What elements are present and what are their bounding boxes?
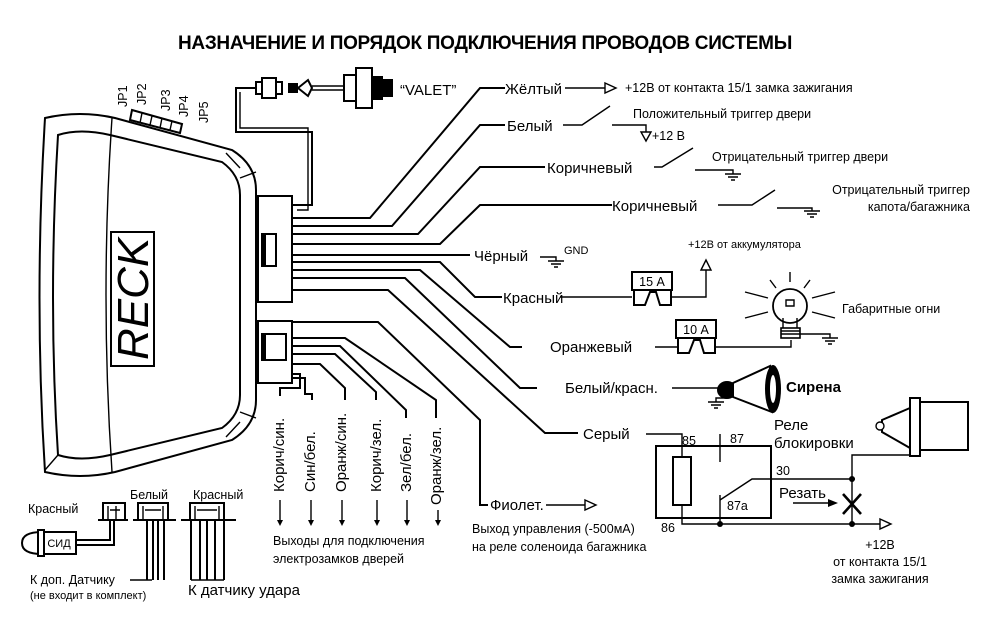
cut-mark-icon xyxy=(842,493,862,515)
alarm-control-unit: RECK xyxy=(38,108,257,477)
relay-supply-line2: от контакта 15/1 xyxy=(833,555,927,569)
main-connector xyxy=(257,195,293,303)
wire-yellow-label: Жёлтый xyxy=(505,81,562,98)
wire-violet-label: Фиолет. xyxy=(490,497,544,514)
aux-wire-label: Белый xyxy=(130,488,168,502)
door-lock-wires xyxy=(279,337,437,418)
jumper-label: JP2 xyxy=(135,83,149,105)
relay-supply-line1: +12В xyxy=(865,538,895,552)
door-lock-wire-label: Син/бел. xyxy=(302,431,319,492)
lamp-icon xyxy=(744,272,838,345)
wire-brown2-target-line2: капота/багажника xyxy=(868,200,970,214)
jumper-label: JP1 xyxy=(116,85,130,107)
ground-icon xyxy=(548,260,564,268)
ground-icon xyxy=(725,173,741,181)
arrow-icon xyxy=(879,517,893,531)
wire-black-target: GND xyxy=(564,245,589,257)
arrow-icon xyxy=(639,131,653,143)
led-wire-label: Красный xyxy=(28,502,78,516)
wire-brown1-label: Коричневый xyxy=(547,160,632,177)
door-lock-wire-label: Корич/син. xyxy=(271,418,288,492)
door-lock-wire-label: Оранж/син. xyxy=(333,413,350,492)
relay-pin: 87а xyxy=(727,499,748,513)
aux-sensor-connector xyxy=(133,502,176,580)
wire-brown1-target: Отрицательный триггер двери xyxy=(712,150,888,164)
wire-brown2-label: Коричневый xyxy=(612,198,697,215)
shock-wire-label: Красный xyxy=(193,488,243,502)
arrow-icon xyxy=(584,498,598,512)
wire-red-label: Красный xyxy=(503,290,563,307)
shock-sensor-label: К датчику удара xyxy=(188,582,301,599)
ground-icon xyxy=(804,210,820,218)
led-connector xyxy=(75,502,128,546)
fuse-15a: 15 А xyxy=(631,271,673,306)
switch-icon xyxy=(718,189,776,206)
wire-orange-target: Габаритные огни xyxy=(842,302,940,316)
door-lock-wire-label: Оранж/зел. xyxy=(428,427,445,505)
diagram-title: НАЗНАЧЕНИЕ И ПОРЯДОК ПОДКЛЮЧЕНИЯ ПРОВОДО… xyxy=(178,33,792,54)
wire-white-target: Положительный триггер двери xyxy=(633,107,811,121)
main-wire-bundle xyxy=(292,87,612,506)
arrow-icon xyxy=(604,81,618,95)
aux-sensor-note: (не входит в комплект) xyxy=(30,590,146,602)
jumper-label: JP3 xyxy=(159,89,173,111)
siren-icon xyxy=(708,364,781,414)
wire-violet-target-line2: на реле соленоида багажника xyxy=(472,540,646,554)
led-label: СИД xyxy=(47,538,71,550)
relay-pin: 87 xyxy=(730,432,744,446)
relay-pin: 85 xyxy=(682,434,696,448)
relay-title-line1: Реле xyxy=(774,417,808,434)
wire-brown2-target-line1: Отрицательный триггер xyxy=(832,183,970,197)
arrow-icon xyxy=(699,258,713,271)
door-lock-label-line2: электрозамков дверей xyxy=(273,552,404,566)
jumper-label: JP5 xyxy=(197,101,211,123)
brand-label-box xyxy=(110,231,155,367)
blocking-relay: 85 87 30 87а 86 xyxy=(646,432,915,535)
led-icon: СИД xyxy=(20,529,77,557)
fuse-rating: 15 А xyxy=(639,275,665,289)
switch-icon xyxy=(654,147,694,168)
relay-title-line2: блокировки xyxy=(774,435,854,452)
door-lock-label-line1: Выходы для подключения xyxy=(273,534,425,548)
relay-pin: 86 xyxy=(661,521,675,535)
valet-button xyxy=(235,67,393,211)
cut-label: Резать xyxy=(779,485,826,502)
wire-whitered-target: Сирена xyxy=(786,379,842,396)
switch-icon xyxy=(563,105,611,126)
brand-label: RECK xyxy=(109,236,158,360)
wire-whitered-label: Белый/красн. xyxy=(565,380,658,397)
relay-pin: 30 xyxy=(776,464,790,478)
door-lock-labels: Корич/син. Син/бел. Оранж/син. Корич/зел… xyxy=(271,413,445,526)
shock-sensor-connector xyxy=(181,502,236,581)
wire-white-label: Белый xyxy=(507,118,553,135)
fuse-rating: 10 А xyxy=(683,323,709,337)
jumper-block xyxy=(128,108,184,135)
starter-solenoid-icon xyxy=(875,397,969,457)
wire-red-target: +12В от аккумулятора xyxy=(688,239,802,251)
relay-coil xyxy=(672,456,692,506)
wire-orange-label: Оранжевый xyxy=(550,339,632,356)
wire-black-label: Чёрный xyxy=(474,248,528,265)
door-lock-wire-label: Зел/бел. xyxy=(398,433,415,492)
door-lock-wire-label: Корич/зел. xyxy=(368,419,385,492)
jumper-label: JP4 xyxy=(177,95,191,117)
fuse-10a: 10 А xyxy=(675,319,717,354)
aux-sensor-label: К доп. Датчику xyxy=(30,573,116,587)
door-lock-connector xyxy=(257,320,293,384)
valet-label: “VALET” xyxy=(400,82,456,99)
wire-white-supply: +12 В xyxy=(652,129,685,143)
relay-supply-line3: замка зажигания xyxy=(831,572,928,586)
wire-violet-target-line1: Выход управления (-500мА) xyxy=(472,522,635,536)
wire-grey-label: Серый xyxy=(583,426,630,443)
wire-yellow-target: +12В от контакта 15/1 замка зажигания xyxy=(625,81,853,95)
jumper-labels: JP1 JP2 JP3 JP4 JP5 xyxy=(116,83,211,123)
